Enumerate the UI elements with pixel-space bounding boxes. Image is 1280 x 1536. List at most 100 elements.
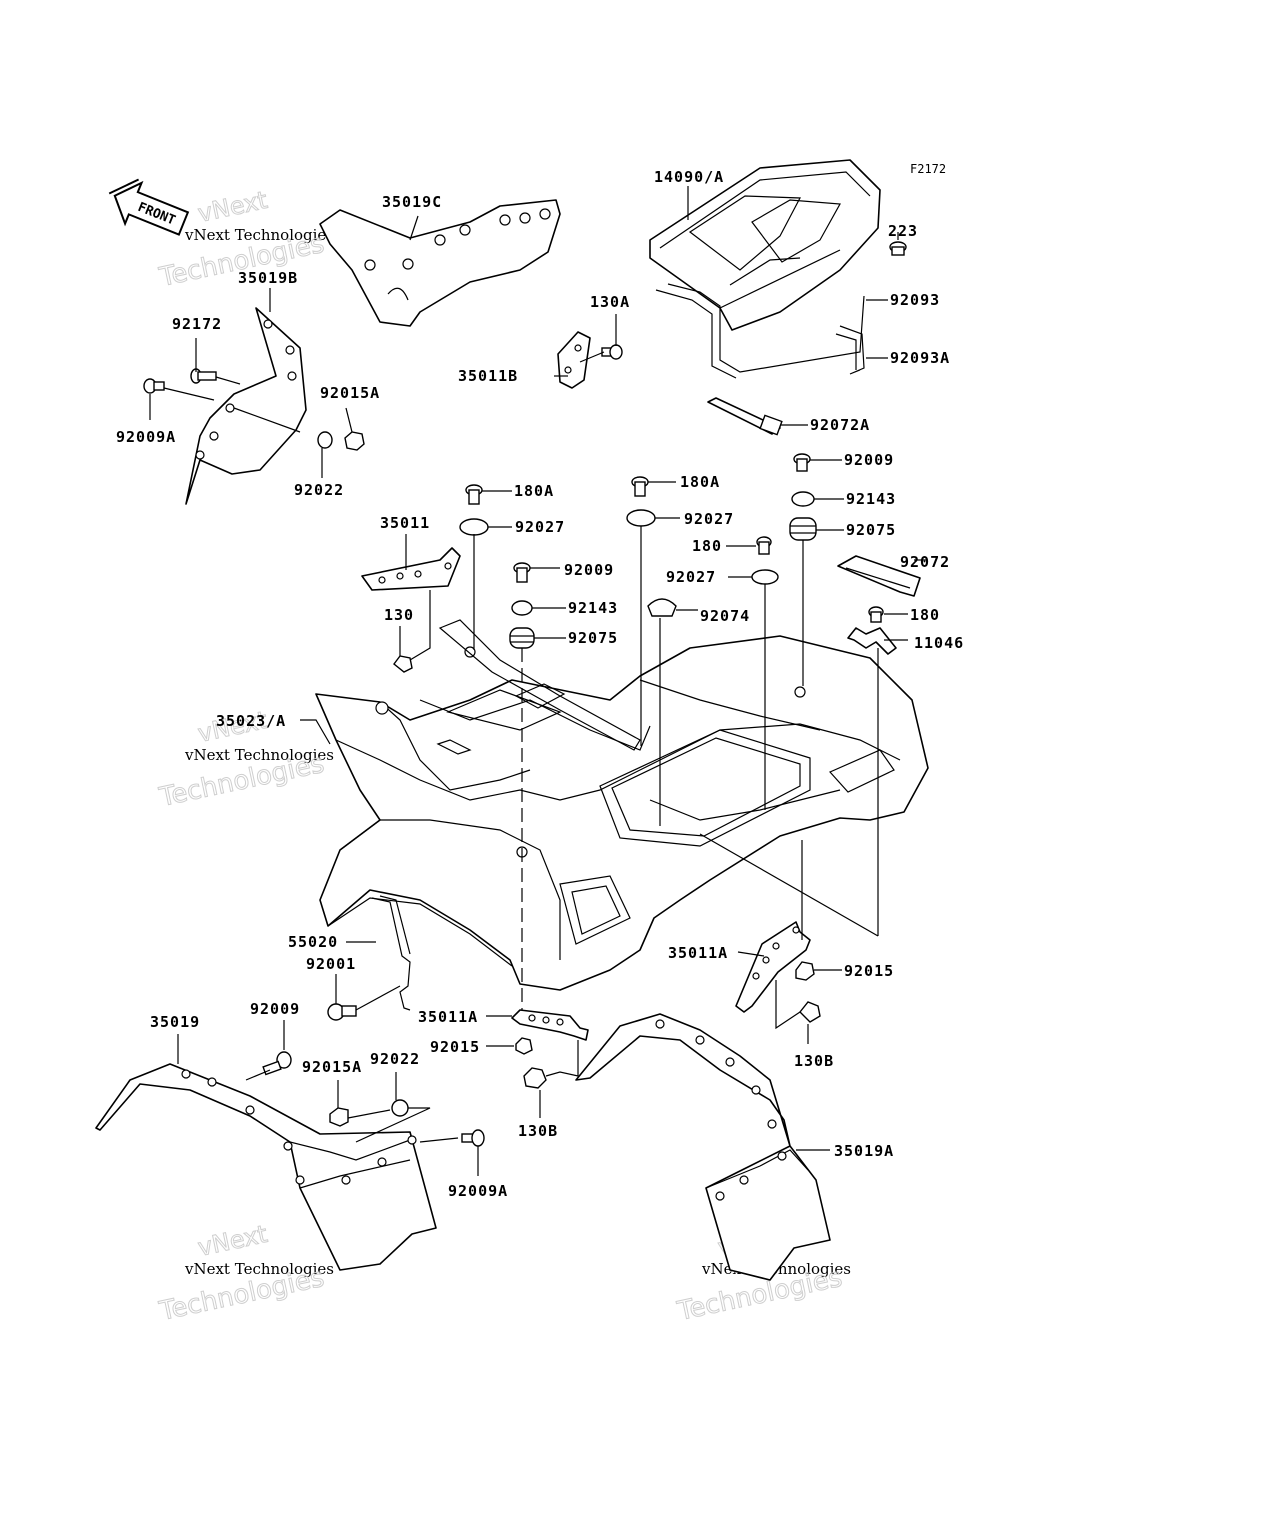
bolt-130A-icon [601, 344, 623, 360]
label-92027-right: 92027 [666, 568, 716, 586]
bolt-130B-center-icon [523, 1067, 547, 1089]
label-92027-mid: 92027 [684, 510, 734, 528]
bolt-92009A-lower-icon [461, 1129, 485, 1147]
nut-92015-right-icon [795, 961, 815, 981]
label-92015A-top: 92015A [320, 384, 380, 402]
svg-text:vNext Technologies: vNext Technologies [184, 226, 334, 244]
label-92009-center: 92009 [564, 561, 614, 579]
label-180-right: 180 [692, 537, 722, 555]
bracket-35011A-right [735, 921, 811, 1013]
watermark-bottom-left: vNext vNext Technologies Technologies [156, 1219, 334, 1327]
label-92072A: 92072A [810, 416, 870, 434]
washer-92143-right-icon [791, 491, 815, 507]
svg-text:vNext: vNext [195, 186, 269, 228]
label-35011A-center: 35011A [418, 1008, 478, 1026]
label-92172: 92172 [172, 315, 222, 333]
bracket-35011B [557, 331, 591, 389]
svg-text:vNext: vNext [195, 1220, 269, 1262]
washer-92022-top-icon [317, 431, 333, 449]
label-92072: 92072 [900, 553, 950, 571]
label-35023A: 35023/A [216, 712, 286, 730]
label-92009A-lower: 92009A [448, 1182, 508, 1200]
label-92001: 92001 [306, 955, 356, 973]
label-130B-center: 130B [518, 1122, 558, 1140]
bolt-92009-right-icon [793, 453, 811, 472]
rack-bar-92093A [835, 325, 865, 375]
bolt-130B-right-icon [799, 1001, 821, 1023]
label-55020: 55020 [288, 933, 338, 951]
label-92027-left: 92027 [515, 518, 565, 536]
guard-35019C [319, 199, 561, 327]
bolt-223-icon [889, 232, 907, 256]
rack-frame-92093 [655, 283, 865, 379]
clip-11046 [847, 627, 897, 655]
label-180A-left: 180A [514, 482, 554, 500]
label-92015-right: 92015 [844, 962, 894, 980]
label-180A-right: 180A [680, 473, 720, 491]
front-arrow-icon: FRONT [108, 178, 190, 236]
bolt-130-icon [393, 655, 413, 673]
label-11046: 11046 [914, 634, 964, 652]
label-223: 223 [888, 222, 918, 240]
label-35011: 35011 [380, 514, 430, 532]
nut-92015A-lower-icon [329, 1107, 349, 1127]
label-92009-right: 92009 [844, 451, 894, 469]
label-92009A-top: 92009A [116, 428, 176, 446]
bolt-180-right-icon [756, 536, 772, 555]
mudguard-35019A [575, 1013, 831, 1281]
bolt-92172-icon [190, 368, 217, 384]
svg-text:vNext Technologies: vNext Technologies [184, 746, 334, 764]
label-35019B: 35019B [238, 269, 298, 287]
bolt-92009-center-icon [513, 562, 531, 583]
pad-92072A-icon [759, 414, 783, 436]
grommet-92027-left-icon [459, 518, 489, 536]
bolt-92009A-top-icon [143, 378, 165, 394]
label-92022-top: 92022 [294, 481, 344, 499]
bolt-92009-lower-icon [262, 1051, 292, 1076]
bolt-92001-icon [327, 1003, 357, 1021]
label-92075-right: 92075 [846, 521, 896, 539]
grommet-92027-right-icon [751, 569, 779, 585]
label-92009-lower: 92009 [250, 1000, 300, 1018]
bolt-180A-right-icon [631, 476, 649, 497]
washer-92022-lower-icon [391, 1099, 409, 1117]
label-35019A: 35019A [834, 1142, 894, 1160]
label-92074: 92074 [700, 607, 750, 625]
figure-code: F2172 [910, 162, 946, 176]
leader-lines [149, 186, 926, 1176]
label-35011A-right: 35011A [668, 944, 728, 962]
label-130A: 130A [590, 293, 630, 311]
bracket-35011 [361, 547, 461, 591]
bolt-180A-left-icon [465, 484, 483, 505]
label-92093A: 92093A [890, 349, 950, 367]
label-92015A-lower: 92015A [302, 1058, 362, 1076]
damper-92075-right-icon [789, 517, 817, 541]
mudguard-35019 [95, 1063, 437, 1271]
bracket-35011A-center [511, 1009, 589, 1041]
part-labels: 14090/A 223 92093 92093A 92072A 35019C 3… [116, 168, 964, 1200]
label-130: 130 [384, 606, 414, 624]
guard-35019B [185, 307, 307, 505]
label-92143-center: 92143 [568, 599, 618, 617]
label-92143-right: 92143 [846, 490, 896, 508]
label-92093: 92093 [890, 291, 940, 309]
grommet-92027-mid-icon [626, 509, 656, 527]
label-180-far-right: 180 [910, 606, 940, 624]
label-130B-right: 130B [794, 1052, 834, 1070]
washer-92143-center-icon [511, 600, 533, 616]
label-92022-lower: 92022 [370, 1050, 420, 1068]
bolt-180-far-right-icon [868, 606, 884, 623]
rear-fender-35023A [315, 619, 929, 991]
stay-55020 [371, 895, 411, 1011]
strap-92072 [837, 555, 921, 597]
nut-92015-center-icon [515, 1037, 533, 1055]
label-35019: 35019 [150, 1013, 200, 1031]
label-92015-center: 92015 [430, 1038, 480, 1056]
label-92075-center: 92075 [568, 629, 618, 647]
damper-92075-center-icon [509, 627, 535, 649]
label-35011B: 35011B [458, 367, 518, 385]
cap-92074-icon [647, 598, 677, 617]
svg-text:vNext Technologies: vNext Technologies [184, 1260, 334, 1278]
nut-92015A-top-icon [344, 431, 365, 451]
label-14090A: 14090/A [654, 168, 724, 186]
